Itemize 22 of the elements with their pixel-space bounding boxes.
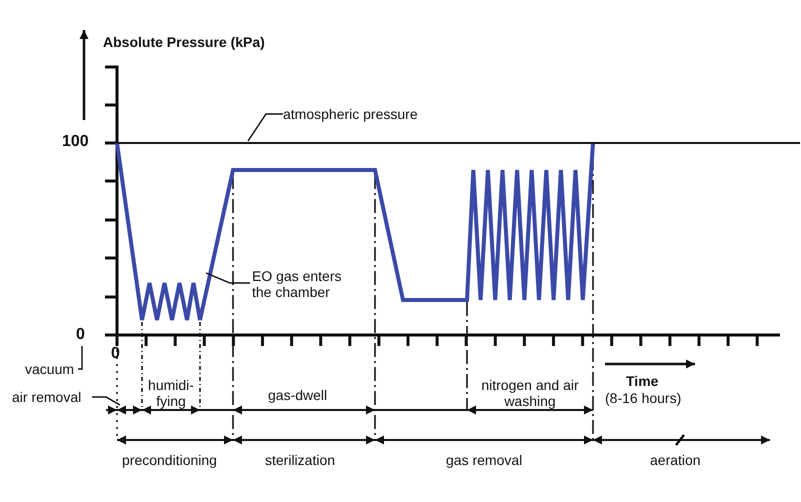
phase-label: humidi- fying <box>147 377 195 409</box>
phase-label: sterilization <box>265 452 336 468</box>
phase-label: gas removal <box>446 452 522 468</box>
axis-title: Absolute Pressure (kPa) <box>103 34 265 50</box>
phase-label: gas-dwell <box>268 387 328 403</box>
leader-line <box>247 113 283 142</box>
leader-label: air removal <box>12 389 82 405</box>
atmospheric-pressure-line <box>117 142 800 144</box>
leader-line <box>92 396 120 406</box>
leader-label: vacuum <box>25 361 74 377</box>
leader-line <box>78 346 83 370</box>
phase-label: aeration <box>650 452 701 468</box>
phase-label: preconditioning <box>122 452 217 468</box>
axis-title: Time <box>626 373 658 389</box>
axis-tick-label: 0 <box>111 346 120 362</box>
phase-label: nitrogen and air washing <box>480 377 580 409</box>
axis-tick-label: 0 <box>76 327 85 343</box>
leader-label: EO gas enters the chamber <box>252 268 362 300</box>
axis-title: (8-16 hours) <box>605 390 682 406</box>
leader-label: atmospheric pressure <box>283 106 418 122</box>
leader-line <box>206 272 250 284</box>
axis-tick-label: 100 <box>62 134 89 150</box>
